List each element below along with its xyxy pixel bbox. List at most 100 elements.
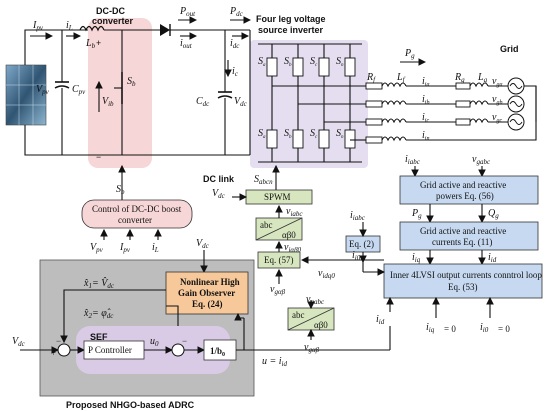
sum2-minus: − (182, 336, 187, 346)
pdc-label: Pdc (229, 6, 244, 18)
lg-inductor-1 (469, 100, 489, 106)
switch-label-bottom-1: Sb (284, 128, 292, 140)
pv-top-rail (24, 29, 88, 65)
switch-label-top-0: Sa (258, 56, 266, 68)
observer-block (165, 271, 249, 315)
iiq-star-zero: = 0 (444, 324, 456, 334)
il-in-label: iL (152, 242, 159, 254)
inverter-title-2: source inverter (258, 25, 324, 35)
vdc-ref-label: Vdc (12, 336, 26, 348)
lb-label: Lb (85, 38, 96, 50)
lf-inductor-1 (381, 100, 407, 106)
switch-bottom-0 (266, 129, 278, 149)
u-feedback-arrow (234, 312, 244, 321)
pv-panel-icon (5, 64, 47, 126)
ab0-label-lower: αβ0 (314, 320, 328, 330)
cdc-label: Cdc (196, 96, 210, 108)
diode-icon (160, 24, 171, 36)
idc-label: idc (230, 38, 240, 50)
minus-sign: − (96, 152, 101, 162)
inner-loop-text-2: Eq. (53) (448, 282, 478, 292)
pg-label: Pg (404, 48, 415, 60)
iiabc-eq2-label: iiabc (350, 210, 366, 222)
sine-icon-0 (509, 83, 523, 89)
currents-text-2: currents Eq. (11) (432, 237, 492, 247)
abc-label-lower: abc (292, 310, 305, 320)
vgab-lower-label: vgαβ (304, 342, 320, 354)
vgab-label: vgαβ (270, 284, 286, 296)
x1-label: x̂1= V̂dc (83, 276, 115, 290)
sb-label: Sb (127, 76, 136, 88)
rg-resistor-1 (455, 100, 471, 108)
eq57-text: Eq. (57) (264, 255, 294, 265)
lf-inductor-0 (381, 82, 407, 88)
vdc-label: Vdc (234, 96, 248, 108)
inner-loop-text-1: Inner 4LVSI output currents conntrol loo… (390, 270, 542, 280)
powers-text-1: Grid active and reactive (420, 180, 506, 190)
bottom-rail (24, 125, 250, 156)
switch-label-top-3: Sn (336, 56, 344, 68)
viabc-label: viabc (286, 206, 303, 218)
switch-top-1 (292, 57, 304, 77)
x2-label: x̂2= φ̂dc (83, 308, 114, 320)
u0-label: u0 (150, 336, 159, 348)
inner-loop-block (383, 263, 543, 299)
abc-label-upper: abc (260, 220, 273, 230)
dcdc-control-text-2: converter (118, 215, 152, 225)
lg-inductor-2 (469, 118, 489, 124)
lf-label: Lf (396, 72, 406, 84)
switch-top-0 (266, 57, 278, 77)
vgabc-label: vgabc (306, 294, 325, 306)
rf-resistor-3 (365, 136, 383, 144)
iid-star-label: iid (376, 314, 385, 326)
eq57-block (257, 251, 301, 269)
cdc-plate-bottom (217, 95, 233, 99)
plus-sign: + (96, 38, 101, 48)
switch-label-top-1: Sb (284, 56, 292, 68)
il-label: iL (66, 20, 73, 32)
spwm-text: SPWM (264, 192, 291, 202)
observer-text-1: Nonlinear High (180, 277, 240, 287)
ab0-label-upper: αβ0 (282, 230, 296, 240)
u-output-label: u = iid (262, 356, 287, 368)
cpv-plate-bottom (54, 85, 70, 89)
sabcn-label: Sabcn (254, 174, 273, 186)
sine-icon-1 (509, 101, 523, 107)
switch-bottom-2 (318, 129, 330, 149)
ii0-label: ii0 (352, 250, 361, 262)
observer-text-2: Gain Observer (178, 288, 235, 298)
iid-label: iid (488, 252, 497, 264)
qg-mid-label: Qg (488, 208, 499, 220)
adrc-caption: Proposed NHGO-based ADRC (66, 400, 195, 410)
gain-block-text: 1/b0 (210, 346, 225, 358)
sb-ctrl-label: Sb (116, 184, 125, 196)
vidq0-label: vidq0 (318, 268, 335, 280)
sum1-minus: − (56, 336, 61, 346)
lf-inductor-2 (381, 118, 407, 124)
ic-label: ic (232, 66, 239, 78)
iout-label: iout (180, 38, 193, 50)
switch-top-3 (344, 57, 356, 77)
phase-current-label-0: iia (422, 76, 429, 88)
grid-voltage-label-2: vgc (492, 112, 502, 124)
phase-current-label-3: iin (422, 130, 429, 142)
vib-label: Vib (102, 96, 114, 108)
abc-ab0-diagonal-lower (287, 307, 335, 331)
grid-voltage-label-0: vga (492, 76, 502, 88)
pout-label: Pout (179, 6, 196, 18)
switch-bottom-3 (344, 129, 356, 149)
sef-label: SEF (90, 332, 108, 342)
lf-inductor-3 (381, 136, 407, 142)
lb-inductor (79, 25, 105, 32)
vdc-spwm-label: Vdc (212, 188, 226, 200)
vpv-label: Vpv (36, 84, 50, 96)
pg-mid-label: Pg (411, 208, 422, 220)
rf-resistor-2 (365, 118, 383, 126)
rg-resistor-2 (455, 118, 471, 126)
lg-label: Lg (477, 72, 488, 84)
lg-inductor-0 (469, 82, 489, 88)
grid-voltage-label-1: vgb (492, 94, 502, 106)
vgabc-top-label: vgabc (472, 154, 491, 166)
rf-label: Rf (366, 72, 376, 84)
